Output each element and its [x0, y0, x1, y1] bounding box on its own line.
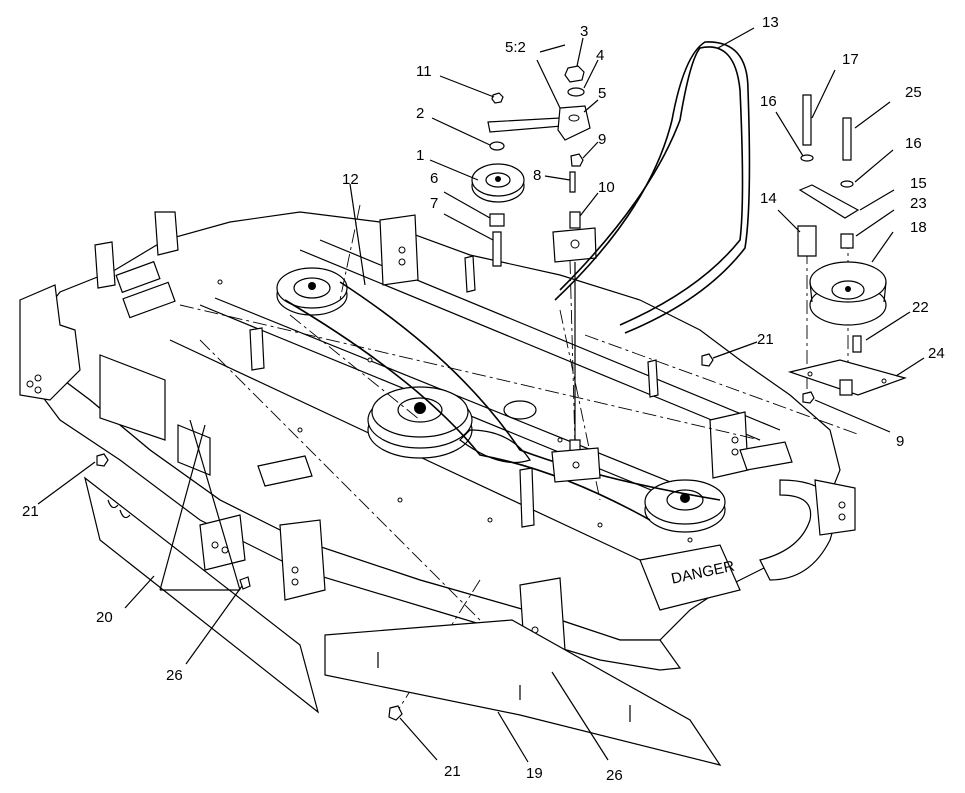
leader-lines — [37, 27, 925, 763]
callout-6: 6 — [430, 170, 438, 187]
deck-pulleys — [276, 267, 726, 533]
callout-8: 8 — [533, 167, 541, 184]
callout-18: 18 — [910, 219, 927, 236]
callout-14: 14 — [760, 190, 777, 207]
callout-22: 22 — [912, 299, 929, 316]
callout-21-bottom: 21 — [444, 763, 461, 780]
drive-belt — [554, 41, 751, 334]
callout-9-right: 9 — [896, 433, 904, 450]
callout-20: 20 — [96, 609, 113, 626]
callout-16-right: 16 — [905, 135, 922, 152]
callout-2: 2 — [416, 105, 424, 122]
callout-5: 5 — [598, 85, 606, 102]
idler-assembly — [471, 65, 601, 483]
callout-4: 4 — [596, 47, 604, 64]
callout-19: 19 — [526, 765, 543, 782]
callout-1: 1 — [416, 147, 424, 164]
right-idler-assembly — [787, 94, 907, 404]
callout-21-right: 21 — [757, 331, 774, 348]
callout-11: 11 — [416, 63, 432, 80]
callout-3: 3 — [580, 23, 588, 40]
callout-5-2: 5:2 — [505, 39, 526, 56]
callout-labels: 3 5:2 4 11 5 2 9 1 8 12 6 10 7 13 17 25 … — [22, 14, 945, 784]
callout-15: 15 — [910, 175, 927, 192]
callout-23: 23 — [910, 195, 927, 212]
callout-26-bottom: 26 — [606, 767, 623, 784]
callout-7: 7 — [430, 195, 438, 212]
baffles — [84, 476, 722, 766]
danger-decal — [639, 544, 741, 611]
callout-24: 24 — [928, 345, 945, 362]
callout-25: 25 — [905, 84, 922, 101]
callout-21-left: 21 — [22, 503, 39, 520]
callout-12: 12 — [342, 171, 359, 188]
callout-13: 13 — [762, 14, 779, 31]
callout-10: 10 — [598, 179, 615, 196]
callout-16-left: 16 — [760, 93, 777, 110]
callout-9-top: 9 — [598, 131, 606, 148]
callout-26-left: 26 — [166, 667, 183, 684]
callout-17: 17 — [842, 51, 859, 68]
